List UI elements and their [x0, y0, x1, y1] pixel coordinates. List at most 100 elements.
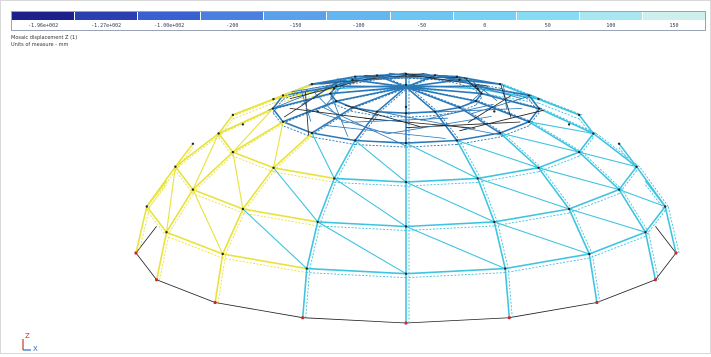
truss-node[interactable] [353, 75, 357, 78]
truss-node[interactable] [316, 110, 319, 113]
truss-ring-beam [146, 206, 168, 233]
truss-node[interactable] [404, 105, 408, 109]
truss-node[interactable] [335, 84, 338, 88]
truss-node[interactable] [404, 225, 408, 228]
truss-node[interactable] [305, 267, 308, 270]
truss-node[interactable] [567, 123, 571, 126]
truss-node[interactable] [404, 72, 408, 76]
truss-node[interactable] [493, 220, 496, 224]
truss-node[interactable] [281, 94, 285, 97]
truss-node[interactable] [301, 316, 305, 320]
truss-node[interactable] [404, 272, 408, 275]
truss-rib-beam [155, 232, 168, 280]
truss-node[interactable] [635, 165, 638, 168]
truss-ring-chord [336, 104, 353, 112]
truss-node[interactable] [504, 267, 507, 270]
truss-rib-chord [408, 86, 485, 95]
truss-node[interactable] [241, 207, 245, 211]
truss-node[interactable] [272, 166, 275, 169]
truss-node[interactable] [474, 84, 477, 88]
truss-node[interactable] [281, 120, 285, 124]
truss-node[interactable] [241, 123, 245, 126]
truss-node[interactable] [310, 83, 314, 86]
crown-member [330, 93, 349, 137]
truss-rib-chord [507, 268, 513, 318]
truss-node[interactable] [221, 252, 224, 256]
truss-rib-beam [618, 189, 647, 233]
truss-node[interactable] [498, 83, 502, 86]
truss-node[interactable] [353, 139, 357, 142]
scale-swatch [642, 12, 706, 20]
info-line-2: Units of measure - mm [11, 42, 69, 48]
truss-node[interactable] [617, 142, 621, 145]
truss-node[interactable] [404, 83, 408, 87]
truss-node[interactable] [155, 278, 159, 282]
truss-node[interactable] [433, 74, 437, 77]
truss-node[interactable] [404, 141, 408, 145]
truss-node[interactable] [458, 106, 461, 109]
truss-node[interactable] [351, 106, 354, 109]
truss-node[interactable] [213, 300, 217, 305]
truss-node[interactable] [271, 107, 275, 110]
truss-node[interactable] [231, 113, 235, 117]
truss-node[interactable] [333, 87, 336, 90]
truss-node[interactable] [404, 112, 408, 115]
truss-node[interactable] [455, 139, 459, 142]
truss-node[interactable] [537, 97, 540, 101]
truss-node[interactable] [577, 113, 581, 117]
truss-node[interactable] [375, 74, 379, 77]
crown-member [305, 108, 388, 135]
scale-swatch [138, 12, 201, 20]
truss-node[interactable] [455, 75, 459, 78]
truss-node[interactable] [174, 165, 177, 168]
truss-node[interactable] [474, 99, 477, 103]
truss-node[interactable] [498, 131, 502, 135]
truss-node[interactable] [595, 300, 599, 305]
truss-node[interactable] [231, 150, 235, 154]
truss-node[interactable] [335, 99, 338, 103]
truss-node[interactable] [433, 110, 437, 113]
truss-node[interactable] [567, 207, 571, 211]
result-info: Mosaic displacement Z (1) Units of measu… [11, 35, 77, 49]
truss-ring-chord [505, 257, 590, 274]
truss-node[interactable] [458, 78, 461, 82]
truss-node[interactable] [191, 142, 195, 145]
truss-node[interactable] [351, 78, 354, 82]
truss-node[interactable] [664, 205, 667, 208]
truss-node[interactable] [329, 92, 332, 95]
truss-node[interactable] [493, 110, 496, 113]
truss-node[interactable] [674, 251, 678, 255]
truss-node[interactable] [217, 132, 220, 135]
truss-node[interactable] [476, 177, 479, 180]
truss-node[interactable] [333, 177, 336, 180]
truss-node[interactable] [507, 316, 511, 320]
truss-node[interactable] [577, 150, 581, 154]
truss-node[interactable] [375, 110, 379, 113]
truss-node[interactable] [537, 166, 540, 169]
truss-node[interactable] [653, 278, 658, 282]
truss-node[interactable] [588, 252, 591, 256]
truss-diagonal [333, 177, 407, 227]
truss-node[interactable] [644, 231, 647, 234]
truss-ring-chord [618, 170, 637, 194]
truss-node[interactable] [537, 107, 541, 110]
truss-node[interactable] [316, 220, 319, 224]
truss-node[interactable] [404, 321, 408, 325]
truss-node[interactable] [476, 87, 479, 90]
truss-node[interactable] [145, 205, 148, 208]
truss-node[interactable] [272, 97, 275, 101]
truss-node[interactable] [592, 132, 595, 135]
truss-node[interactable] [134, 251, 138, 255]
truss-node[interactable] [527, 94, 531, 97]
truss-node[interactable] [527, 120, 531, 124]
crown-member [467, 95, 511, 123]
truss-node[interactable] [165, 231, 168, 234]
truss-node[interactable] [480, 92, 483, 95]
truss-node[interactable] [404, 180, 408, 184]
truss-node[interactable] [617, 188, 621, 191]
truss-node[interactable] [191, 188, 195, 191]
truss-node[interactable] [310, 131, 314, 135]
truss-ring-chord [355, 144, 407, 148]
